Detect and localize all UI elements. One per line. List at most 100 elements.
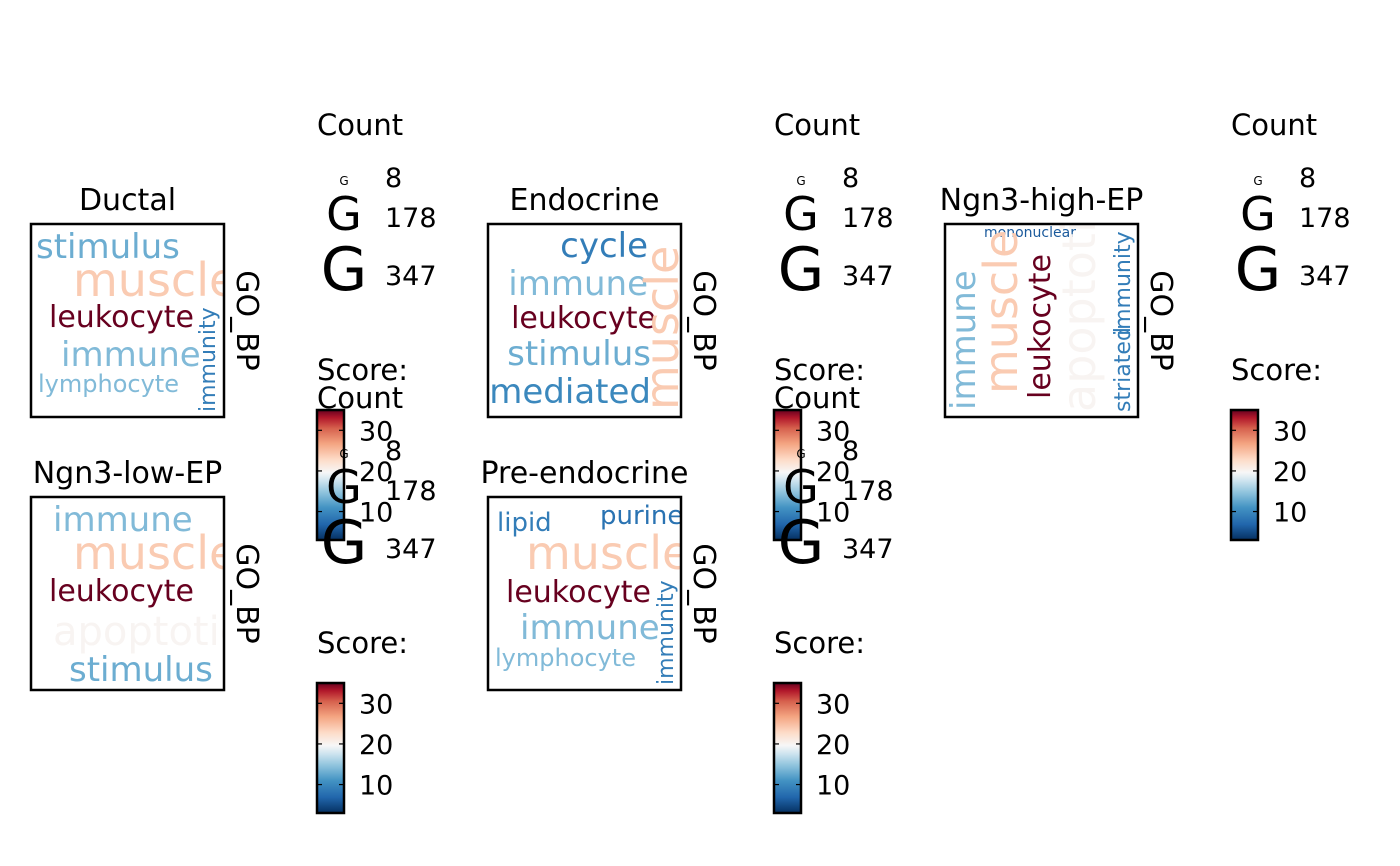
word-striated: striated	[1111, 327, 1136, 412]
word-leukocyte: leukocyte	[511, 301, 656, 336]
count-value: 178	[385, 203, 437, 234]
word-cycle: cycle	[560, 226, 648, 266]
colorbar	[1229, 408, 1260, 542]
word-muscle: muscle	[974, 230, 1028, 394]
colorbar-tick-label: 10	[816, 498, 850, 529]
count-value: 8	[842, 163, 859, 194]
word-leukocyte: leukocyte	[506, 575, 651, 610]
score-legend-title: Score:	[1231, 353, 1322, 387]
count-value: 347	[1299, 261, 1351, 292]
panel-ngn3-high-ep: Ngn3-high-EP mononuclear immunemuscleleuko…	[940, 183, 1178, 419]
score-legend-col3-row1: Score: 10 20 30	[1229, 353, 1322, 542]
colorbar-tick-label: 30	[1273, 416, 1307, 447]
word-immunity: immunity	[196, 307, 221, 412]
panel-endocrine: Endocrine cycleimmuneleukocytestimulusmed…	[486, 183, 721, 419]
count-legend-title: Count	[317, 108, 403, 142]
facet-label: GO_BP	[229, 543, 264, 644]
colorbar-tick-label: 10	[359, 498, 393, 529]
count-value: 347	[842, 534, 894, 565]
colorbar	[772, 681, 803, 815]
panel-title: Endocrine	[510, 183, 660, 218]
word-muscle: muscle	[635, 246, 689, 410]
count-glyph: G	[1240, 187, 1276, 241]
word-mononuclear: mononuclear	[984, 225, 1076, 241]
score-legend-title: Score:	[317, 353, 408, 387]
word-stimulus: stimulus	[69, 650, 213, 690]
panel-title: Ngn3-low-EP	[33, 456, 223, 491]
word-immune: immune	[61, 335, 201, 375]
word-stimulus: stimulus	[36, 227, 180, 267]
count-legend-title: Count	[1231, 108, 1317, 142]
count-glyph: G	[1235, 235, 1282, 305]
word-cloud: mononuclear immunemuscleleukocyteapoptoti…	[944, 195, 1136, 412]
word-immune: immune	[508, 264, 648, 304]
panel-frame	[943, 222, 1140, 419]
facet-label: GO_BP	[686, 270, 721, 371]
word-immune: immune	[53, 500, 193, 540]
colorbar	[315, 408, 346, 542]
count-glyph: G	[796, 174, 805, 188]
count-glyph: G	[778, 235, 825, 305]
word-leukocyte: leukocyte	[49, 300, 194, 335]
colorbar-tick-label: 30	[359, 416, 393, 447]
panel-frame	[486, 222, 683, 419]
word-immunity: immunity	[1111, 231, 1136, 336]
panel-title: Ngn3-high-EP	[940, 183, 1144, 218]
colorbar-tick-label: 30	[359, 689, 393, 720]
count-glyph: G	[778, 508, 825, 578]
word-lipid: lipid	[497, 508, 552, 538]
count-value: 347	[842, 261, 894, 292]
word-immunity: immunity	[654, 580, 679, 685]
word-apoptotic: apoptotic	[53, 609, 242, 655]
count-glyph: G	[1253, 174, 1262, 188]
panel-frame	[29, 495, 226, 692]
score-legend-title: Score:	[317, 626, 408, 660]
word-muscle: muscle	[526, 526, 690, 580]
count-value: 178	[1299, 203, 1351, 234]
panel-ngn3-low-ep: Ngn3-low-EP immunemuscleleukocyteapoptoti…	[29, 456, 264, 692]
count-value: 178	[385, 476, 437, 507]
colorbar-tick-label: 20	[1273, 457, 1307, 488]
colorbar-tick-label: 10	[1273, 498, 1307, 529]
word-cloud: lipid purinemuscleleukocyteimmunelymphocy…	[495, 501, 690, 685]
word-apoptotic: apoptotic	[1052, 195, 1106, 412]
word-immune: immune	[520, 608, 660, 648]
score-legend-col1-row1: Score: 10 20 30	[315, 353, 408, 542]
panel-frame	[29, 222, 226, 419]
count-value: 8	[842, 436, 859, 467]
count-value: 347	[385, 261, 437, 292]
count-value: 8	[1299, 163, 1316, 194]
word-leukocyte: leukocyte	[1023, 254, 1058, 399]
word-lymphocyte: lymphocyte	[495, 644, 636, 672]
colorbar-tick-label: 20	[359, 730, 393, 761]
panel-ductal: Ductalstimulusmuscleleukocyteimmunelymph…	[29, 183, 264, 419]
word-immune: immune	[944, 270, 984, 410]
score-legend-title: Score:	[774, 626, 865, 660]
count-glyph: G	[339, 174, 348, 188]
score-legend-title: Score:	[774, 353, 865, 387]
count-glyph: G	[783, 460, 819, 514]
word-purine: purine	[600, 501, 683, 531]
word-mediated: mediated	[489, 372, 651, 412]
facet-label: GO_BP	[686, 543, 721, 644]
word-muscle: muscle	[73, 253, 237, 307]
panel-title: Ductal	[79, 183, 176, 218]
word-stimulus: stimulus	[507, 334, 651, 374]
word-cloud: cycleimmuneleukocytestimulusmediatedmusc…	[489, 226, 689, 412]
colorbar-tick-label: 30	[816, 416, 850, 447]
word-leukocyte: leukocyte	[49, 574, 194, 609]
count-value: 347	[385, 534, 437, 565]
colorbar-tick-label: 20	[359, 457, 393, 488]
count-glyph: G	[783, 187, 819, 241]
count-glyph: G	[321, 508, 368, 578]
facet-label: GO_BP	[1143, 270, 1178, 371]
panel-title: Pre-endocrine	[480, 456, 688, 491]
count-glyph: G	[326, 460, 362, 514]
count-glyph: G	[339, 447, 348, 461]
